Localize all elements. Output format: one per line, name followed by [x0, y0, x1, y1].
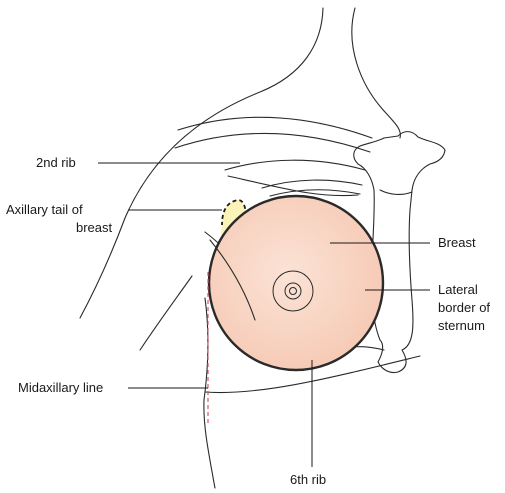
label-lateral-border-line1: Lateral [438, 282, 478, 297]
breast-skin-fold [209, 239, 256, 321]
breast-shape [207, 194, 385, 372]
label-2nd-rib: 2nd rib [36, 155, 76, 170]
label-lateral-border-line3: sternum [438, 318, 485, 333]
sternum [353, 131, 446, 374]
nipple-areola [272, 270, 314, 312]
label-midaxillary-line: Midaxillary line [18, 380, 103, 395]
label-lateral-border-line2: border of [438, 300, 490, 315]
label-6th-rib: 6th rib [290, 472, 326, 487]
label-axillary-tail-line2: breast [76, 220, 113, 235]
leader-lines [98, 162, 430, 467]
label-breast: Breast [438, 235, 476, 250]
axillary-tail-dashed-edge [221, 199, 247, 286]
label-axillary-tail-line1: Axillary tail of [6, 202, 83, 217]
